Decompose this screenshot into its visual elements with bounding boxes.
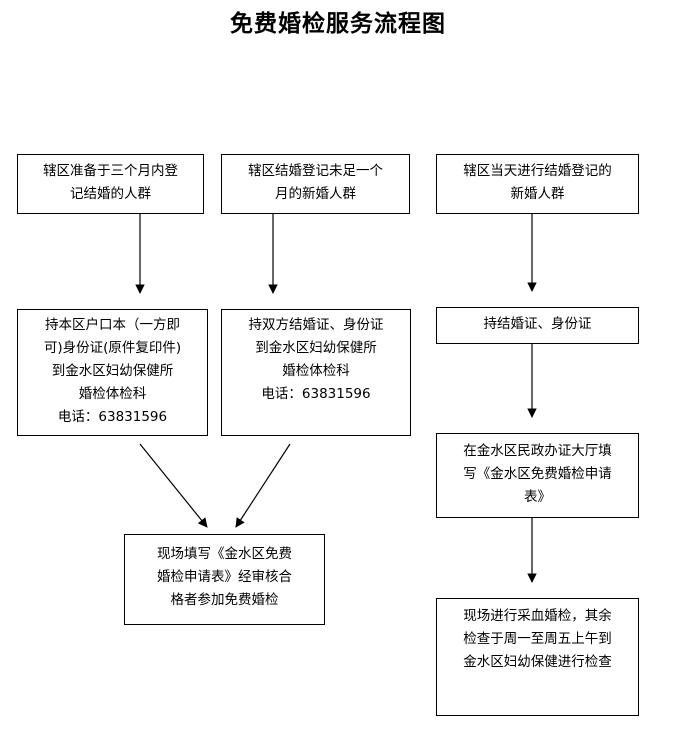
text-line: 可)身份证(原件复印件) — [43, 340, 182, 356]
arrow-col2-merge — [235, 443, 291, 528]
text-line: 持本区户口本（一方即 — [45, 317, 180, 333]
text-line: 检查于周一至周五上午到 — [463, 631, 612, 647]
text-line: 现场填写《金水区免费 — [157, 546, 292, 562]
box-col3-target-group: 辖区当天进行结婚登记的 新婚人群 — [436, 154, 639, 214]
text-line: 到金水区妇幼保健所 — [255, 340, 377, 356]
text-line: 表》 — [524, 489, 551, 505]
box-col3-apply: 在金水区民政办证大厅填 写《金水区免费婚检申请 表》 — [436, 433, 639, 518]
text-line: 金水区妇幼保健进行检查 — [463, 654, 612, 670]
text-line: 辖区结婚登记未足一个 — [248, 163, 383, 179]
text-line: 格者参加免费婚检 — [170, 592, 279, 608]
box-col2-documents: 持双方结婚证、身份证 到金水区妇幼保健所 婚检体检科 电话：63831596 — [221, 309, 411, 436]
text-line: 新婚人群 — [510, 186, 565, 202]
text-line: 婚检体检科 — [78, 386, 147, 402]
box-col2-target-group: 辖区结婚登记未足一个 月的新婚人群 — [221, 154, 410, 214]
box-col1-target-group: 辖区准备于三个月内登 记结婚的人群 — [17, 154, 204, 214]
box-col3-final: 现场进行采血婚检，其余 检查于周一至周五上午到 金水区妇幼保健进行检查 — [436, 598, 639, 716]
arrow-col1-merge — [139, 443, 208, 528]
text-line: 持结婚证、身份证 — [483, 316, 592, 332]
text-line: 现场进行采血婚检，其余 — [463, 608, 612, 624]
box-col1-documents: 持本区户口本（一方即 可)身份证(原件复印件) 到金水区妇幼保健所 婚检体检科 … — [17, 309, 208, 436]
text-line: 月的新婚人群 — [275, 186, 356, 202]
text-line: 婚检体检科 — [282, 363, 350, 379]
text-line: 辖区当天进行结婚登记的 — [463, 163, 612, 179]
text-line: 写《金水区免费婚检申请 — [463, 466, 612, 482]
text-line: 到金水区妇幼保健所 — [51, 363, 174, 379]
box-merge-application: 现场填写《金水区免费 婚检申请表》经审核合 格者参加免费婚检 — [124, 534, 325, 625]
phone-number: 电话：63831596 — [57, 409, 168, 425]
text-line: 持双方结婚证、身份证 — [248, 317, 384, 333]
text-line: 婚检申请表》经审核合 — [157, 569, 292, 585]
phone-number: 电话：63831596 — [261, 386, 371, 402]
page-title: 免费婚检服务流程图 — [230, 10, 446, 37]
text-line: 在金水区民政办证大厅填 — [463, 443, 612, 459]
box-col3-documents: 持结婚证、身份证 — [436, 307, 639, 344]
text-line: 辖区准备于三个月内登 — [43, 163, 178, 179]
text-line: 记结婚的人群 — [70, 186, 151, 202]
